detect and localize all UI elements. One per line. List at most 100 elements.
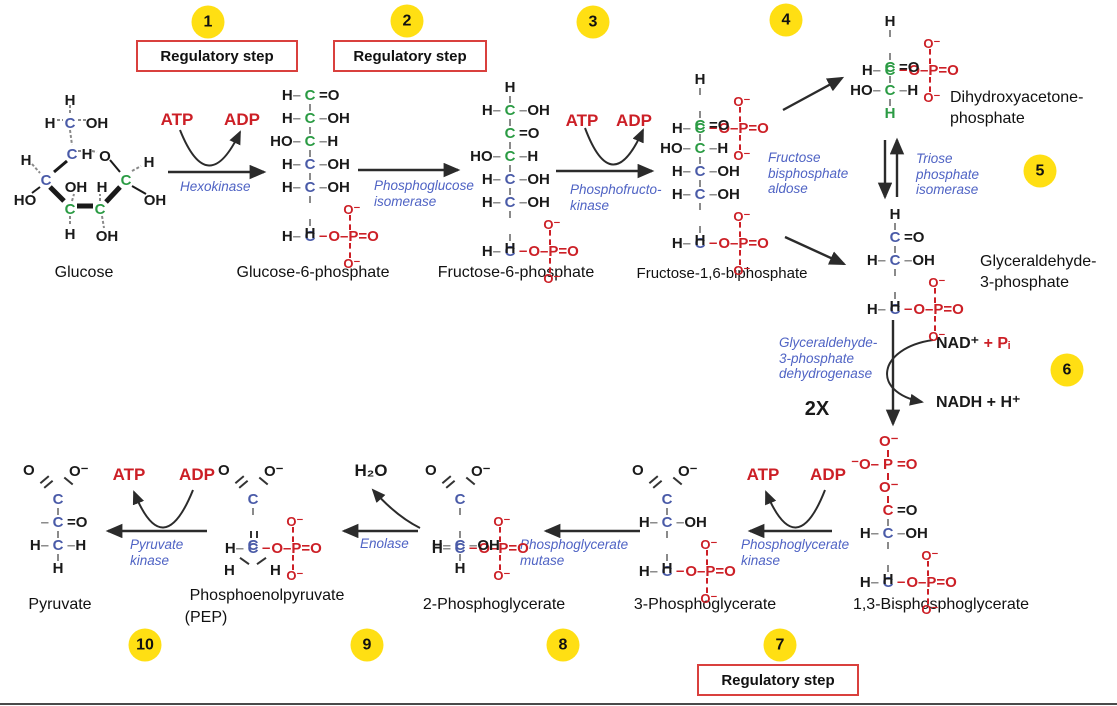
cofactor-arrow: [371, 488, 421, 529]
spine-atom: C: [244, 538, 262, 554]
enzyme-line: Fructose: [768, 150, 821, 165]
bond: [309, 127, 311, 134]
spine-atom: H: [658, 561, 676, 577]
spine-atom: C: [301, 180, 319, 196]
atom-token: –: [709, 186, 718, 203]
enzyme-line: Phosphoglucose: [374, 178, 474, 193]
atom-token: O: [327, 87, 340, 104]
annotation-adp-step3: ADP: [616, 111, 652, 131]
atom-token: H: [281, 110, 293, 127]
double-bond-diagonal: [441, 475, 456, 489]
spine-atom-symbol: H: [884, 13, 896, 30]
bond: [887, 565, 889, 572]
atom-row: H: [15, 561, 155, 577]
bond: [699, 111, 701, 118]
atom-token: –: [519, 194, 528, 211]
atom-token: –: [492, 194, 501, 211]
spine-atom-symbol: P: [882, 456, 893, 473]
molecule-label-glyceraldehyde-3-phosphate: Glyceraldehyde-3-phosphate: [980, 251, 1097, 293]
row-left: H–: [852, 253, 886, 269]
spine-atom: C: [301, 88, 319, 104]
spine-atom-symbol: C: [694, 119, 706, 137]
bond: [509, 211, 511, 218]
glucose-bond: [101, 215, 105, 229]
spine-atom: C: [691, 118, 709, 134]
row-right: –OH: [469, 538, 557, 554]
glucose-atom: C: [95, 201, 106, 218]
annotation-text: ATP: [746, 465, 780, 484]
spine-atom: C: [658, 563, 676, 580]
spine-atom: C: [658, 492, 676, 508]
glucose-atom: H: [65, 92, 76, 109]
enzyme-line: isomerase: [916, 182, 979, 197]
atom-token: OH: [717, 163, 740, 180]
atom-token: H: [481, 102, 493, 119]
phosphate-o-bottom: O⁻: [493, 568, 511, 583]
atom-row: H: [467, 80, 607, 96]
oxygen-atom: O: [632, 462, 644, 479]
atom-row: H–C–OH: [267, 111, 407, 127]
molecule-label-pyruvate: Pyruvate: [28, 596, 92, 613]
double-bond-diagonal: [648, 475, 663, 489]
atom-token: –: [519, 171, 528, 188]
spine-atom: C: [658, 515, 676, 531]
atom-token: OH: [912, 252, 935, 269]
atom-row: H: [417, 561, 557, 577]
atom-token: H: [281, 156, 293, 173]
spine-atom: C: [886, 301, 904, 318]
glucose-bond: [48, 185, 66, 203]
atom-token: H: [431, 537, 443, 554]
atom-token: –: [292, 87, 301, 104]
atom-row: C=O: [852, 230, 992, 246]
bond-diagonal: [256, 557, 267, 565]
row-left: H–: [624, 515, 658, 531]
spine-atom: C: [301, 111, 319, 127]
spine-atom-symbol: H: [661, 560, 673, 577]
atom-token: H: [527, 148, 539, 165]
row-right: =O: [709, 118, 797, 134]
row-left: H–: [467, 103, 501, 119]
atom-token: –: [319, 179, 328, 196]
oxygen-atom: O⁻: [69, 463, 89, 480]
row-left: HO–: [267, 134, 301, 150]
atom-token: H: [75, 537, 87, 554]
atom-token: O: [527, 125, 540, 142]
row-right: –OH: [709, 187, 797, 203]
spine-atom-symbol: C: [504, 242, 516, 260]
annotation-text: + Pᵢ: [983, 335, 1011, 352]
bond: [309, 196, 311, 203]
enzyme-line: Phosphoglycerate: [741, 537, 850, 552]
enzyme-line: dehydrogenase: [779, 366, 873, 381]
atom-token: –: [709, 140, 718, 157]
atom-token: HO: [850, 82, 873, 99]
annotation-nadh: NADH + H⁺: [936, 392, 1020, 412]
spine-atom-symbol: C: [504, 102, 516, 119]
bond: [509, 119, 511, 126]
annotation-text: ATP: [565, 111, 599, 130]
row-left: ⁻O–: [845, 457, 879, 473]
step-badge-6: 6: [1050, 353, 1084, 387]
atom-row: H: [847, 14, 987, 30]
phosphate-o-bottom: O⁻: [921, 602, 939, 617]
atom-row: C=O: [845, 503, 985, 519]
atom-token: –: [442, 539, 451, 557]
glucose-bond: [91, 150, 98, 153]
glucose-atom: C: [67, 146, 78, 163]
atom-row: H–C–OH: [267, 157, 407, 173]
atom-token: OH: [905, 525, 928, 542]
atom-row: H–C–OH: [267, 180, 407, 196]
atom-token: H: [481, 194, 493, 211]
row-right: –OH: [897, 526, 985, 542]
atom-row: C: [210, 492, 350, 508]
